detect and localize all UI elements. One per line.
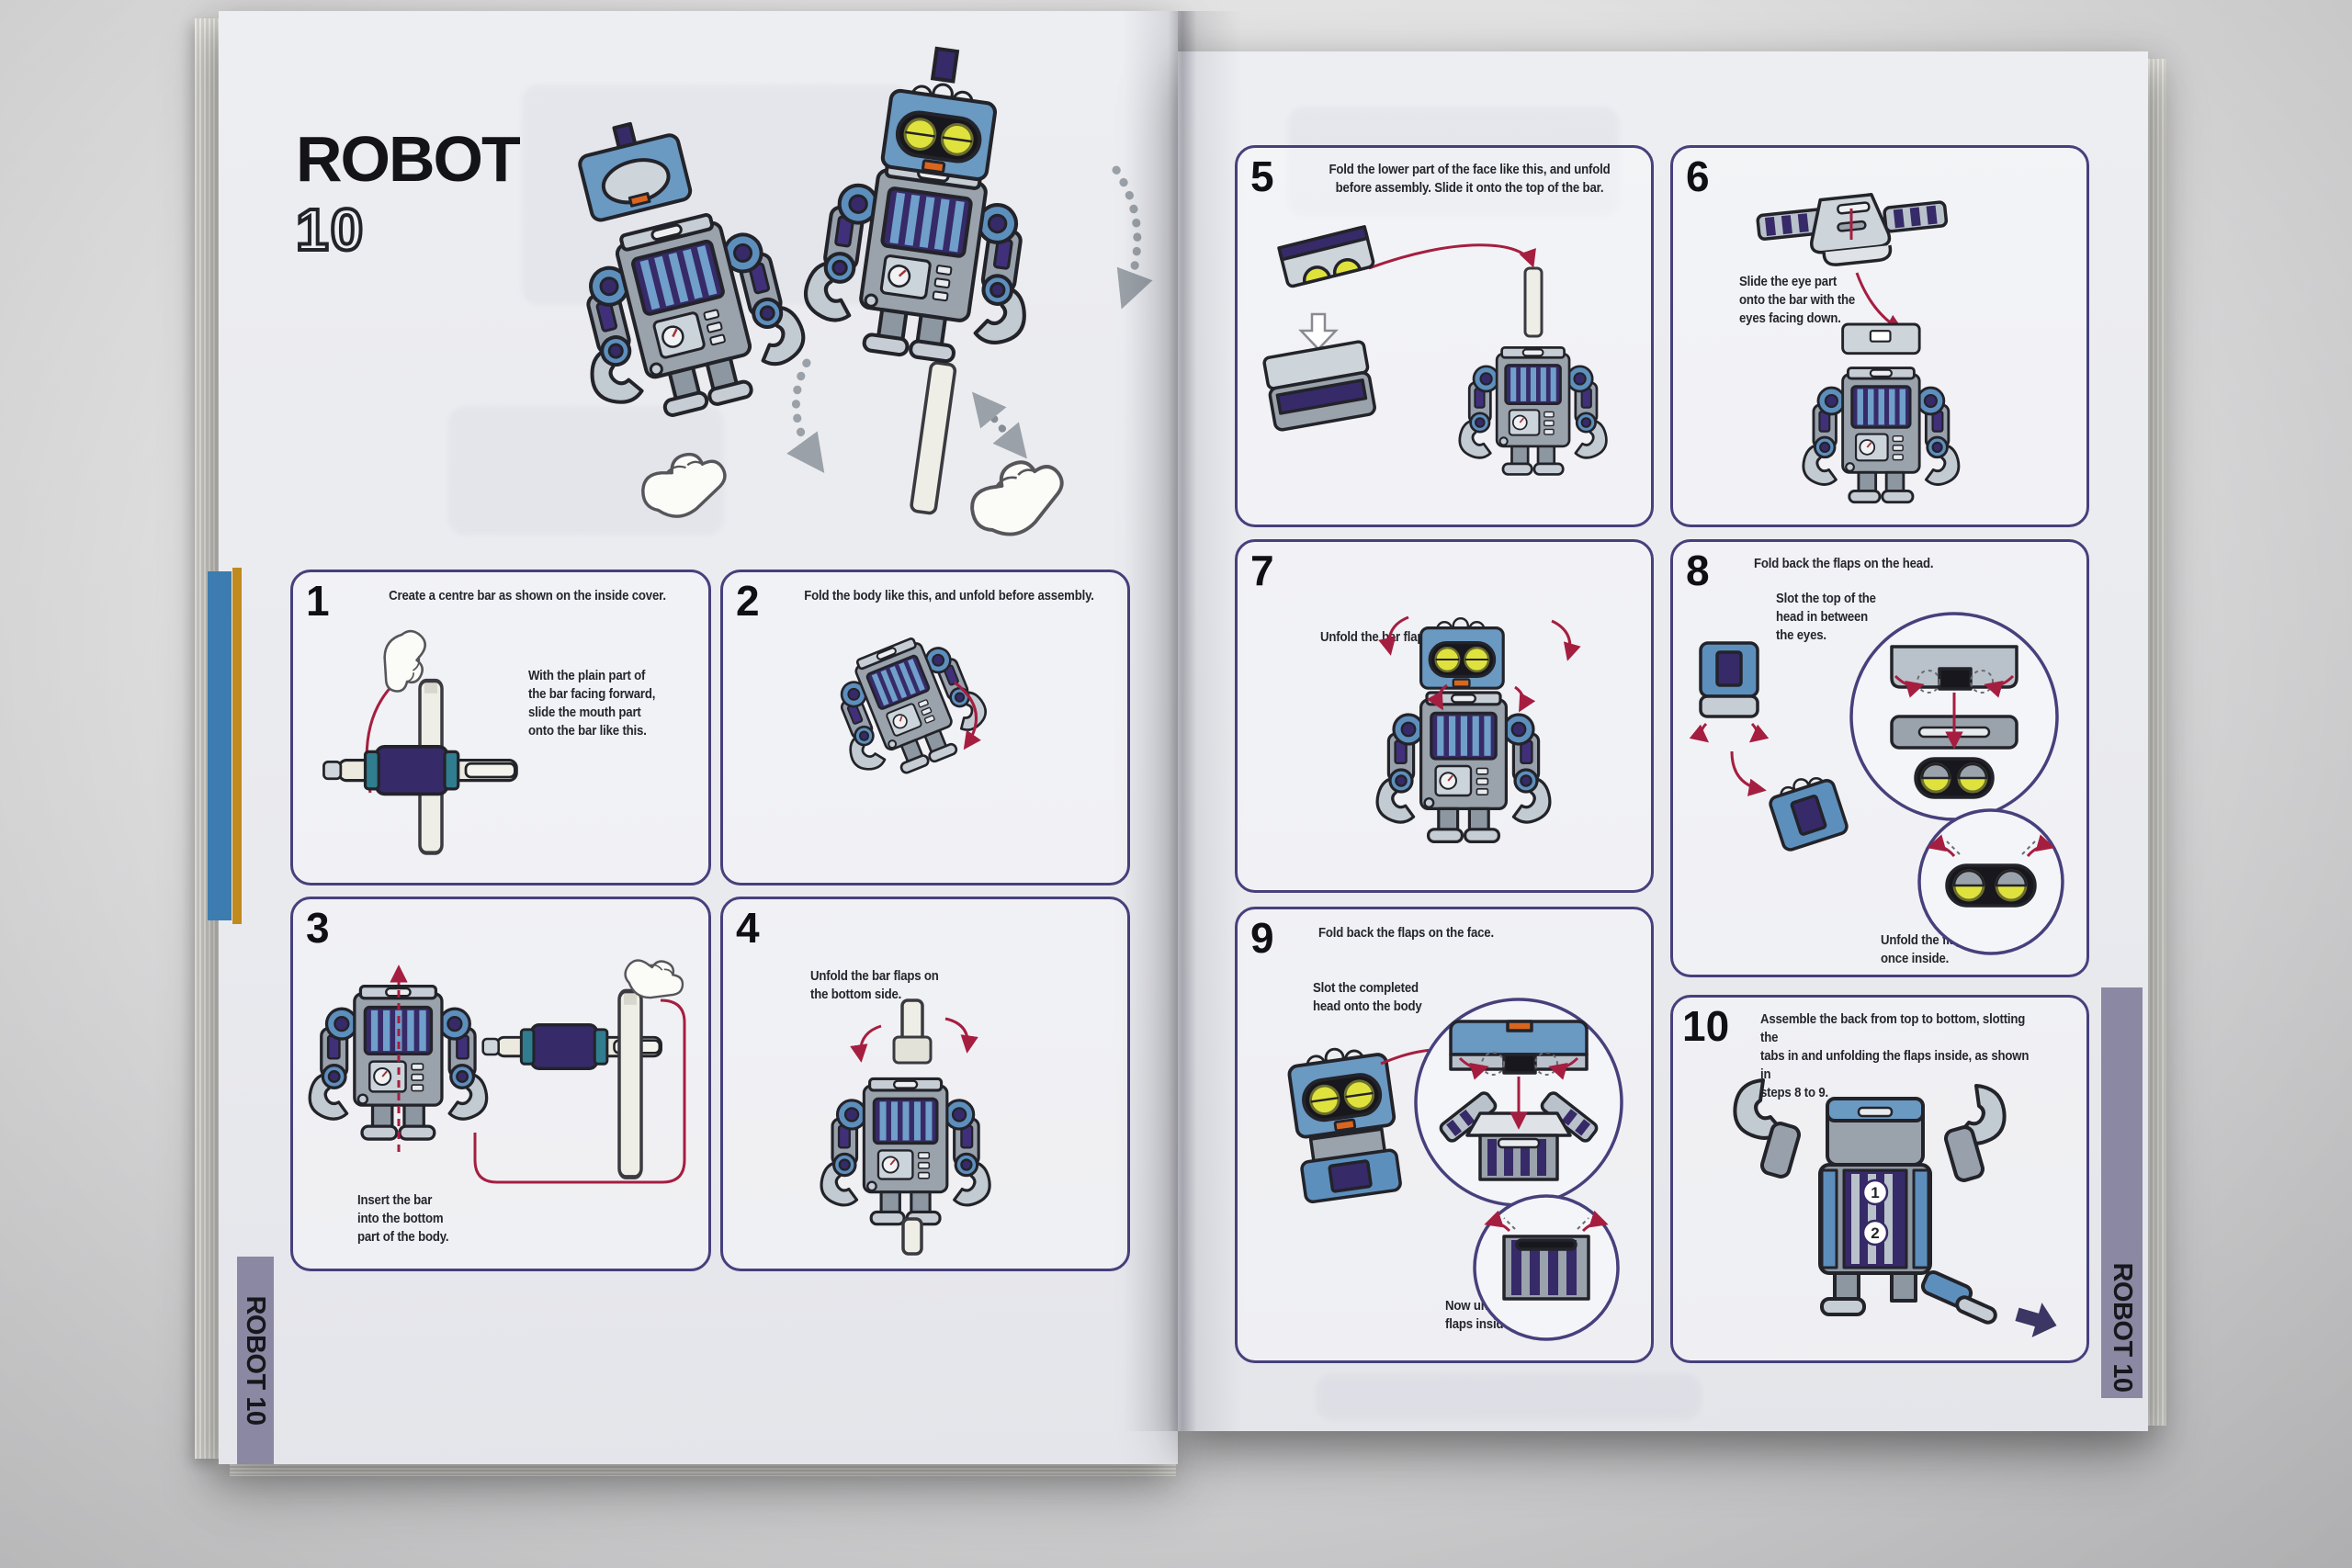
step-8-note: Slot the top of the head in between the … <box>1776 591 1876 644</box>
step-1-number: 1 <box>306 577 330 625</box>
step-7-illustration <box>1320 615 1581 882</box>
page-stack-edge-right <box>2148 59 2166 1426</box>
step-10-marker-2: 2 <box>1871 1224 1879 1242</box>
step-8-number: 8 <box>1686 547 1710 594</box>
step-7-panel: 7 Unfold the bar flaps. <box>1235 539 1654 893</box>
step-8-illustration <box>1689 612 2064 955</box>
step-3-note: Insert the bar into the bottom part of t… <box>357 1192 449 1246</box>
step-4-illustration <box>778 998 1081 1256</box>
step-4-number: 4 <box>736 904 760 952</box>
step-1-panel: 1 Create a centre bar as shown on the in… <box>290 570 711 886</box>
step-4-panel: 4 Unfold the bar flaps on the bottom sid… <box>720 897 1130 1271</box>
booklet-issue-number: 10 <box>294 197 366 263</box>
step-9-caption: Fold back the flaps on the face. <box>1318 925 1494 941</box>
right-spine-label: ROBOT 10 <box>2108 1262 2137 1393</box>
step-9-note: Slot the completed head onto the body <box>1313 980 1422 1015</box>
step-6-number: 6 <box>1686 152 1710 200</box>
step-5-caption: Fold the lower part of the face like thi… <box>1329 162 1611 197</box>
step-2-illustration <box>723 572 1127 883</box>
step-2-caption: Fold the body like this, and unfold befo… <box>804 588 1094 604</box>
step-8-panel: 8 Fold back the flaps on the head. Slot … <box>1670 539 2089 977</box>
hand-illustration <box>635 446 733 525</box>
hero-robot-right <box>777 46 1059 515</box>
step-7-number: 7 <box>1250 547 1274 594</box>
step-10-marker-1: 1 <box>1871 1184 1879 1201</box>
step-8-caption: Fold back the flaps on the head. <box>1754 556 1934 571</box>
step-9-number: 9 <box>1250 914 1274 962</box>
step-5-number: 5 <box>1250 152 1274 200</box>
next-page-arrow-icon <box>2015 1303 2057 1337</box>
left-spine-band: ROBOT 10 <box>237 1257 274 1464</box>
edge-stripe-yellow <box>232 568 242 924</box>
step-9-illustration <box>1284 998 1623 1341</box>
edge-stripe-blue <box>208 571 232 920</box>
page-stack-edge-bottom <box>230 1464 1176 1476</box>
step-10-illustration: 1 2 <box>1733 1078 2007 1325</box>
step-2-number: 2 <box>736 577 760 625</box>
step-3-number: 3 <box>306 904 330 952</box>
step-4-note: Unfold the bar flaps on the bottom side. <box>810 968 939 1003</box>
step-5-illustration <box>1262 225 1637 511</box>
step-6-illustration <box>1754 185 2068 515</box>
step-10-number: 10 <box>1682 1002 1730 1050</box>
booklet-title: ROBOT <box>296 123 521 195</box>
hand-illustration <box>959 448 1076 547</box>
step-2-panel: 2 Fold the body like this, and unfold be… <box>720 570 1130 886</box>
step-3-panel: 3 Insert the bar into the bottom part of… <box>290 897 711 1271</box>
left-spine-label: ROBOT 10 <box>241 1295 270 1426</box>
print-through-ghost <box>1316 1374 1702 1420</box>
hero-robot-left <box>535 121 815 432</box>
right-page: 5 Fold the lower part of the face like t… <box>1178 51 2148 1431</box>
step-10-caption: Assemble the back from top to bottom, sl… <box>1760 1011 2030 1101</box>
step-1-caption: Create a centre bar as shown on the insi… <box>389 588 666 604</box>
step-6-note: Slide the eye part onto the bar with the… <box>1739 274 1856 327</box>
right-spine-band: ROBOT 10 <box>2101 987 2143 1398</box>
print-through-ghost <box>1288 107 1619 217</box>
step-1-illustration <box>322 622 519 866</box>
step-9-panel: 9 Fold back the flaps on the face. Slot … <box>1235 907 1654 1363</box>
step-5-panel: 5 Fold the lower part of the face like t… <box>1235 145 1654 527</box>
step-10-panel: 10 Assemble the back from top to bottom,… <box>1670 995 2089 1363</box>
step-3-illustration <box>302 947 691 1184</box>
step-1-note: With the plain part of the bar facing fo… <box>528 668 656 739</box>
step-6-panel: 6 Slide the eye part onto the bar with t… <box>1670 145 2089 527</box>
left-page: ROBOT 10 <box>219 11 1178 1464</box>
hero-robots-illustration <box>514 46 1153 547</box>
unfold-arrow-icon <box>1298 312 1339 351</box>
